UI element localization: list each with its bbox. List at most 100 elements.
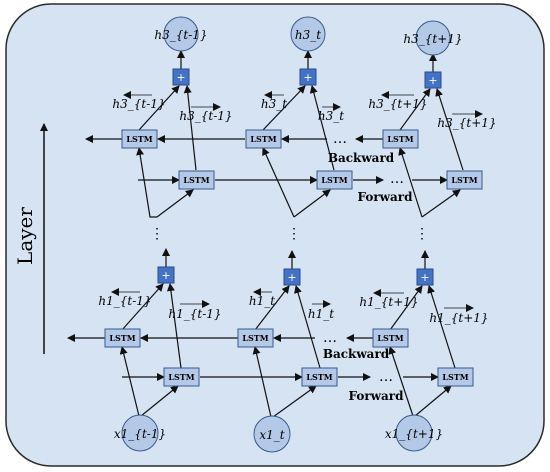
bottom-sum-nodes — [157, 266, 434, 286]
output-label-h3-tminus1: h3_{t-1} — [154, 28, 207, 42]
top-output-nodes — [163, 16, 451, 56]
svg-text:LSTM: LSTM — [183, 175, 209, 185]
lstm-block — [372, 328, 409, 348]
svg-text:LSTM: LSTM — [451, 175, 477, 185]
lstm-block — [301, 367, 338, 387]
svg-text:LSTM: LSTM — [126, 134, 152, 144]
sum-node — [157, 266, 175, 284]
top-output-labels: h3_{t-1} h3_t h3_{t+1} — [154, 28, 462, 46]
bottom-backward-labels: h1_{t-1} h1_t h1_{t+1} — [98, 294, 418, 309]
bottom-backward-label: Backward — [323, 347, 390, 361]
top-forward-label: Forward — [357, 190, 413, 204]
output-label-h3-tplus1: h3_{t+1} — [403, 32, 462, 46]
lstm-block — [245, 129, 282, 149]
lstm-block — [121, 129, 158, 149]
input-node-x1-tminus1 — [121, 414, 159, 452]
bottom-output-arrows — [162, 248, 429, 269]
diagram-panel — [5, 3, 545, 467]
svg-text:…: … — [333, 131, 347, 147]
input-label-x1-t: x1_t — [259, 428, 284, 442]
bottom-backward-overarrows — [111, 288, 404, 297]
svg-text:⋮: ⋮ — [415, 226, 429, 242]
layer-vdots: ⋮ ⋮ ⋮ — [150, 226, 429, 242]
label-back-h1-t: h1_t — [249, 294, 275, 308]
bottom-forward-label: Forward — [348, 389, 404, 403]
lstm-block — [446, 170, 483, 190]
output-label-h3-t: h3_t — [295, 28, 321, 42]
svg-text:…: … — [323, 330, 337, 346]
svg-text:+: + — [420, 271, 429, 284]
output-node-h3-t — [290, 16, 326, 52]
sum-node — [416, 268, 434, 286]
label-fwd-h1-tplus1: h1_{t+1} — [429, 311, 488, 325]
label-fwd-h3-t: h3_t — [318, 109, 344, 123]
output-node-h3-tminus1 — [163, 16, 199, 52]
label-fwd-h3-tminus1: h3_{t-1} — [179, 109, 232, 123]
svg-text:LSTM: LSTM — [242, 333, 268, 343]
label-fwd-h1-tminus1: h1_{t-1} — [168, 307, 221, 321]
bottom-forward-overarrows — [180, 300, 474, 312]
input-node-x1-t — [253, 415, 291, 453]
top-forward-overarrows — [191, 103, 483, 118]
lstm-block — [178, 170, 215, 190]
bottom-ellipses: … … — [323, 330, 393, 385]
lstm-block — [104, 328, 141, 348]
output-node-h3-tplus1 — [415, 20, 451, 56]
sum-node — [299, 68, 317, 86]
svg-text:LSTM: LSTM — [306, 372, 332, 382]
lstm-block — [163, 367, 200, 387]
svg-text:+: + — [161, 269, 170, 282]
top-to-sum-arrows — [138, 85, 464, 171]
lstm-block — [316, 170, 353, 190]
svg-text:LSTM: LSTM — [377, 333, 403, 343]
label-fwd-h1-t: h1_t — [308, 307, 334, 321]
sum-node — [424, 71, 442, 89]
lstm-block — [437, 367, 474, 387]
input-node-x1-tplus1 — [395, 414, 433, 452]
label-back-h3-t: h3_t — [261, 97, 287, 111]
label-back-h1-tplus1: h1_{t+1} — [359, 295, 418, 309]
top-sum-symbols: + + + — [176, 71, 437, 87]
sum-node — [283, 268, 301, 286]
top-ellipses: … … — [333, 131, 404, 187]
bottom-lstm-blocks — [104, 328, 474, 387]
svg-text:⋮: ⋮ — [287, 226, 301, 242]
input-nodes — [121, 414, 433, 453]
svg-text:LSTM: LSTM — [442, 372, 468, 382]
top-lstm-blocks — [121, 129, 483, 190]
top-backward-labels: h3_{t-1} h3_t h3_{t+1} — [112, 97, 427, 111]
top-input-arrows — [136, 147, 461, 218]
top-lstm-labels: LSTM LSTM LSTM LSTM LSTM LSTM — [126, 134, 477, 185]
label-back-h3-tminus1: h3_{t-1} — [112, 97, 165, 111]
label-fwd-h3-tplus1: h3_{t+1} — [437, 116, 496, 130]
bottom-forward-labels: h1_{t-1} h1_t h1_{t+1} — [168, 307, 488, 325]
layer-axis-label: Layer — [13, 207, 37, 265]
top-forward-labels: h3_{t-1} h3_t h3_{t+1} — [179, 109, 496, 130]
svg-text:⋮: ⋮ — [150, 226, 164, 242]
svg-text:LSTM: LSTM — [387, 134, 413, 144]
svg-text:LSTM: LSTM — [321, 175, 347, 185]
svg-text:+: + — [287, 271, 296, 284]
bottom-input-arrows — [119, 346, 452, 418]
input-labels: x1_{t-1} x1_t x1_{t+1} — [114, 427, 443, 442]
input-label-x1-tplus1: x1_{t+1} — [385, 427, 443, 441]
svg-text:LSTM: LSTM — [109, 333, 135, 343]
top-output-arrows — [177, 50, 437, 72]
svg-text:…: … — [390, 171, 404, 187]
bottom-sum-symbols: + + + — [161, 269, 429, 284]
svg-text:LSTM: LSTM — [168, 372, 194, 382]
top-sum-nodes — [172, 68, 442, 89]
svg-text:+: + — [428, 74, 437, 87]
bottom-lstm-labels: LSTM LSTM LSTM LSTM LSTM LSTM — [109, 333, 468, 382]
sum-node — [172, 68, 190, 86]
top-backward-label: Backward — [328, 151, 395, 165]
bottom-to-sum-arrows — [121, 283, 456, 369]
label-back-h1-tminus1: h1_{t-1} — [98, 294, 151, 308]
lstm-block — [382, 129, 419, 149]
svg-text:…: … — [379, 369, 393, 385]
svg-text:+: + — [176, 71, 185, 84]
svg-text:+: + — [303, 71, 312, 84]
lstm-block — [237, 328, 274, 348]
